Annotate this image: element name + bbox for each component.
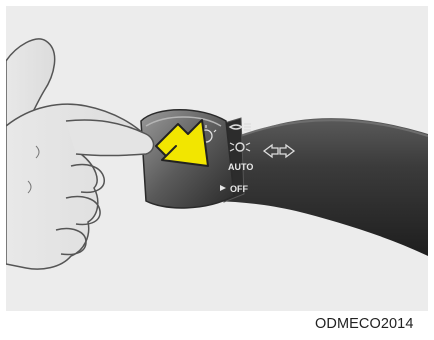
off-label: OFF — [230, 184, 248, 194]
hand-illustration — [6, 39, 154, 269]
headlamp-switch-illustration: AUTO OFF — [6, 6, 428, 311]
illustration-svg: AUTO OFF — [6, 6, 428, 311]
auto-label: AUTO — [228, 162, 253, 172]
figure-caption: ODMECO2014 — [315, 316, 434, 332]
